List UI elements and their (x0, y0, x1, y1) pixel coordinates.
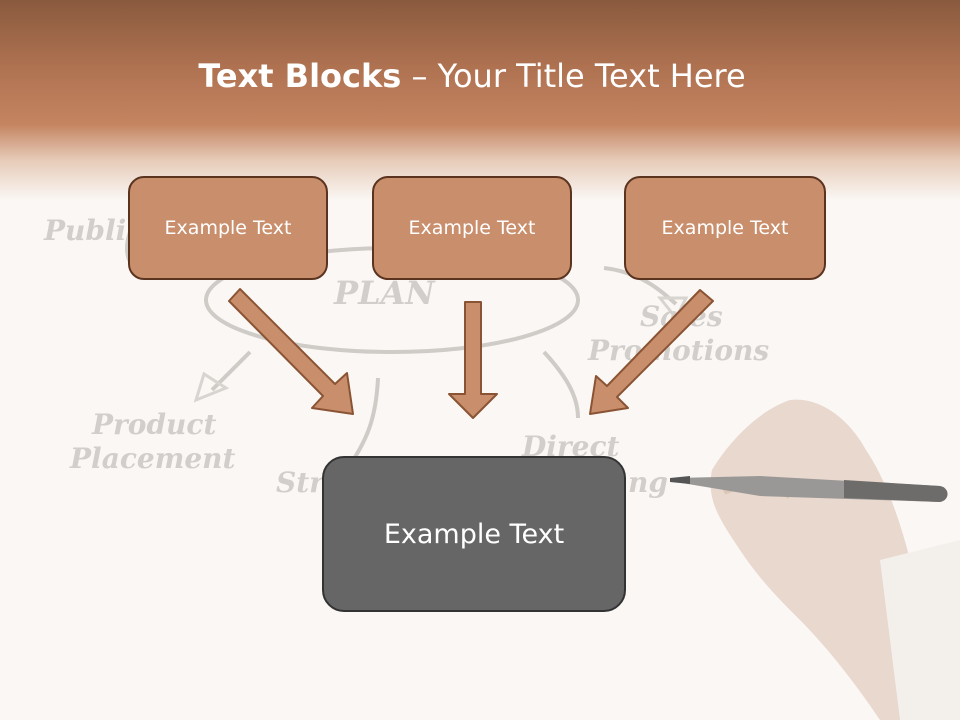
sketch-word-ng: ng (628, 466, 668, 499)
text-block-3-label: Example Text (661, 217, 789, 239)
sketch-word-product: Product (91, 408, 216, 441)
slide-title: Text Blocks – Your Title Text Here (0, 52, 944, 100)
arrow-middle-down (448, 301, 498, 419)
text-block-1[interactable]: Example Text (128, 176, 328, 280)
sketch-word-plan: PLAN (333, 274, 436, 312)
arrow-right-to-center (589, 289, 714, 415)
text-block-2-label: Example Text (408, 217, 536, 239)
sketch-word-promotions: Promotions (587, 334, 769, 367)
text-block-1-label: Example Text (164, 217, 292, 239)
pen-icon (670, 476, 948, 502)
text-block-2[interactable]: Example Text (372, 176, 572, 280)
arrow-left-to-center (228, 288, 354, 415)
sketch-word-placement: Placement (69, 442, 235, 475)
text-block-result[interactable]: Example Text (322, 456, 626, 612)
sketch-word-str: Str (276, 466, 326, 499)
sketch-word-publi: Publi (43, 214, 126, 247)
text-block-3[interactable]: Example Text (624, 176, 826, 280)
text-block-result-label: Example Text (383, 518, 565, 550)
header-band (0, 0, 960, 200)
title-rest: – Your Title Text Here (401, 57, 746, 95)
title-bold: Text Blocks (198, 57, 402, 95)
